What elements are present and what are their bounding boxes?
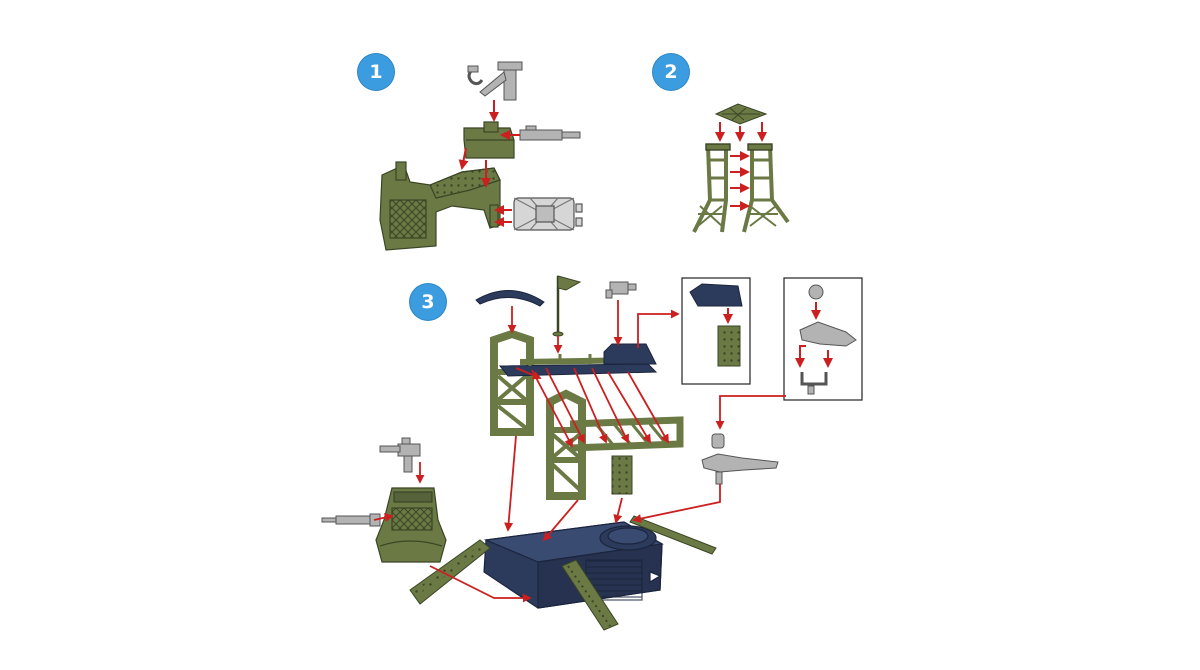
step-2-assembly	[692, 103, 790, 233]
step-3-arrows	[373, 300, 786, 603]
tower-frame-center-part	[546, 389, 684, 500]
step-2-arrows	[715, 122, 767, 211]
ramp-front-part	[561, 559, 619, 631]
tower-frame-left-part	[490, 329, 534, 436]
bunker-dome-part	[375, 487, 447, 563]
crane-hook-part	[467, 61, 523, 101]
step-3-assembly	[321, 275, 863, 631]
watchtower-left-part	[692, 143, 731, 233]
step-1-assembly	[379, 61, 583, 251]
canopy-part	[475, 290, 545, 307]
bunker-cannon-part	[379, 437, 421, 473]
supply-cage-part	[513, 197, 583, 231]
flag-part	[552, 275, 582, 337]
step-1-badge: 1	[358, 54, 394, 90]
turret-base-part	[463, 121, 515, 159]
ramp-left-part	[409, 539, 491, 605]
step-3-badge: 3	[410, 284, 446, 320]
detail-box-hut	[681, 277, 751, 385]
bunker-bridge-part	[379, 161, 501, 251]
ladder-panel-part	[611, 455, 633, 495]
watchtower-roof-part	[714, 103, 768, 125]
detail-box-gun-mount	[783, 277, 863, 401]
bunker-side-gun-part	[321, 513, 381, 527]
small-cannon-part	[605, 281, 637, 299]
gun-turret-assembly	[701, 433, 779, 485]
watchtower-right-part	[742, 143, 790, 233]
machine-gun-part	[519, 125, 581, 141]
step-2-badge: 2	[653, 54, 689, 90]
command-hut-part	[603, 343, 657, 365]
step-1-arrows	[458, 100, 520, 227]
ramp-right-part	[629, 515, 717, 555]
